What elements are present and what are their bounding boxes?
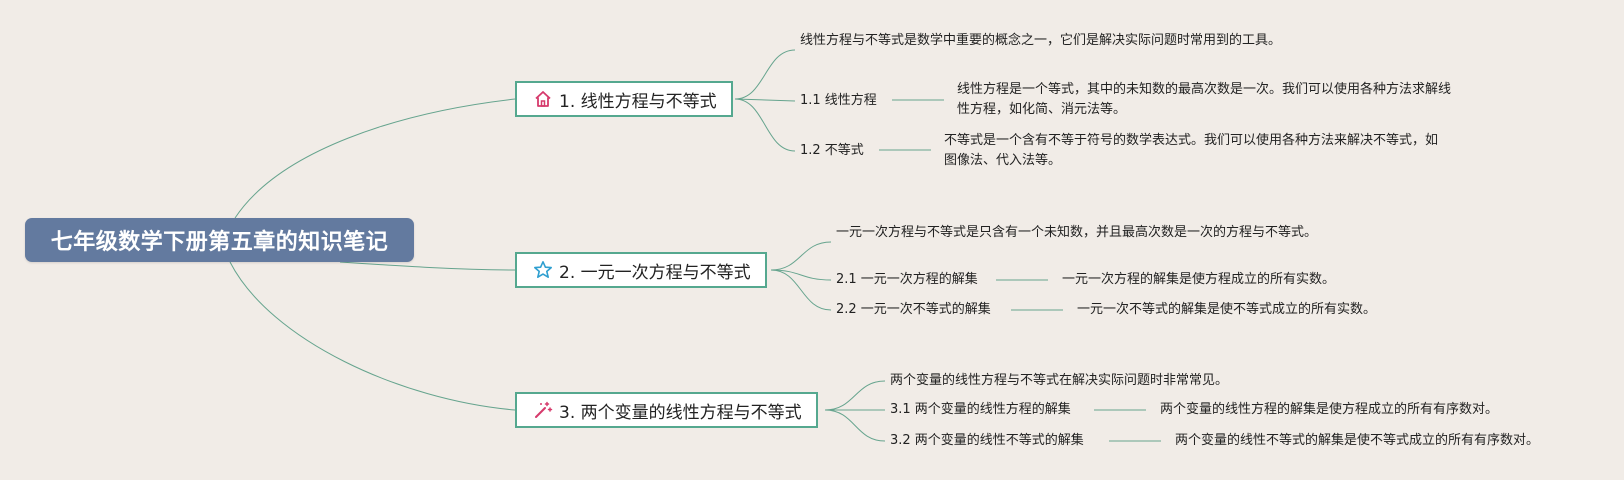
branch-node-1[interactable]: 1. 线性方程与不等式 xyxy=(515,81,733,117)
branch-2-note: 一元一次方程与不等式是只含有一个未知数，并且最高次数是一次的方程与不等式。 xyxy=(836,225,1318,240)
branch-title-1: 1. 线性方程与不等式 xyxy=(559,91,717,112)
connector-b1-sub1 xyxy=(734,98,796,102)
sub-topic-2-2[interactable]: 2.2 一元一次不等式的解集 xyxy=(836,302,991,317)
branch-title-2: 2. 一元一次方程与不等式 xyxy=(559,262,751,283)
branch-1-note: 线性方程与不等式是数学中重要的概念之一，它们是解决实际问题时常用到的工具。 xyxy=(800,33,1282,48)
connector-b2-note xyxy=(770,241,832,271)
branch-3-note: 两个变量的线性方程与不等式在解决实际问题时非常常见。 xyxy=(890,373,1229,388)
sub-topic-2-1-desc: 一元一次方程的解集是使方程成立的所有实数。 xyxy=(1062,272,1336,287)
sub-topic-3-1[interactable]: 3.1 两个变量的线性方程的解集 xyxy=(890,402,1071,417)
sub-topic-1-1[interactable]: 1.1 线性方程 xyxy=(800,93,877,108)
connector-b3-note xyxy=(824,380,886,411)
house-icon xyxy=(535,91,551,107)
sub-topic-2-1[interactable]: 2.1 一元一次方程的解集 xyxy=(836,272,978,287)
connector-root-branch-2 xyxy=(339,261,516,271)
branch-title-3: 3. 两个变量的线性方程与不等式 xyxy=(559,402,802,423)
magic-wand-icon xyxy=(535,401,553,418)
sub-topic-3-2[interactable]: 3.2 两个变量的线性不等式的解集 xyxy=(890,433,1084,448)
branch-node-2[interactable]: 2. 一元一次方程与不等式 xyxy=(515,252,767,288)
connector-b1-sub2 xyxy=(734,98,796,152)
connector-root-branch-1 xyxy=(234,98,516,219)
branch-node-3[interactable]: 3. 两个变量的线性方程与不等式 xyxy=(515,392,818,428)
connector-b2-sub2 xyxy=(770,269,832,311)
connector-b1-note xyxy=(734,49,796,100)
sub-topic-1-2[interactable]: 1.2 不等式 xyxy=(800,143,864,158)
root-title: 七年级数学下册第五章的知识笔记 xyxy=(50,230,389,255)
sub-topic-3-1-desc: 两个变量的线性方程的解集是使方程成立的所有有序数对。 xyxy=(1160,402,1499,417)
connector-b2-sub1 xyxy=(770,269,832,281)
sub-topic-3-2-desc: 两个变量的线性不等式的解集是使不等式成立的所有有序数对。 xyxy=(1175,433,1540,448)
connector-b3-sub2 xyxy=(824,409,886,442)
sub-topic-2-2-desc: 一元一次不等式的解集是使不等式成立的所有实数。 xyxy=(1077,302,1377,317)
connector-root-branch-3 xyxy=(229,261,516,411)
root-node[interactable]: 七年级数学下册第五章的知识笔记 xyxy=(25,218,414,262)
sub-topic-1-2-desc: 不等式是一个含有不等于符号的数学表达式。我们可以使用各种方法来解决不等式，如图像… xyxy=(944,133,1439,168)
star-icon xyxy=(534,261,552,278)
sub-topic-1-1-desc: 线性方程是一个等式，其中的未知数的最高次数是一次。我们可以使用各种方法求解线性方… xyxy=(957,82,1452,117)
